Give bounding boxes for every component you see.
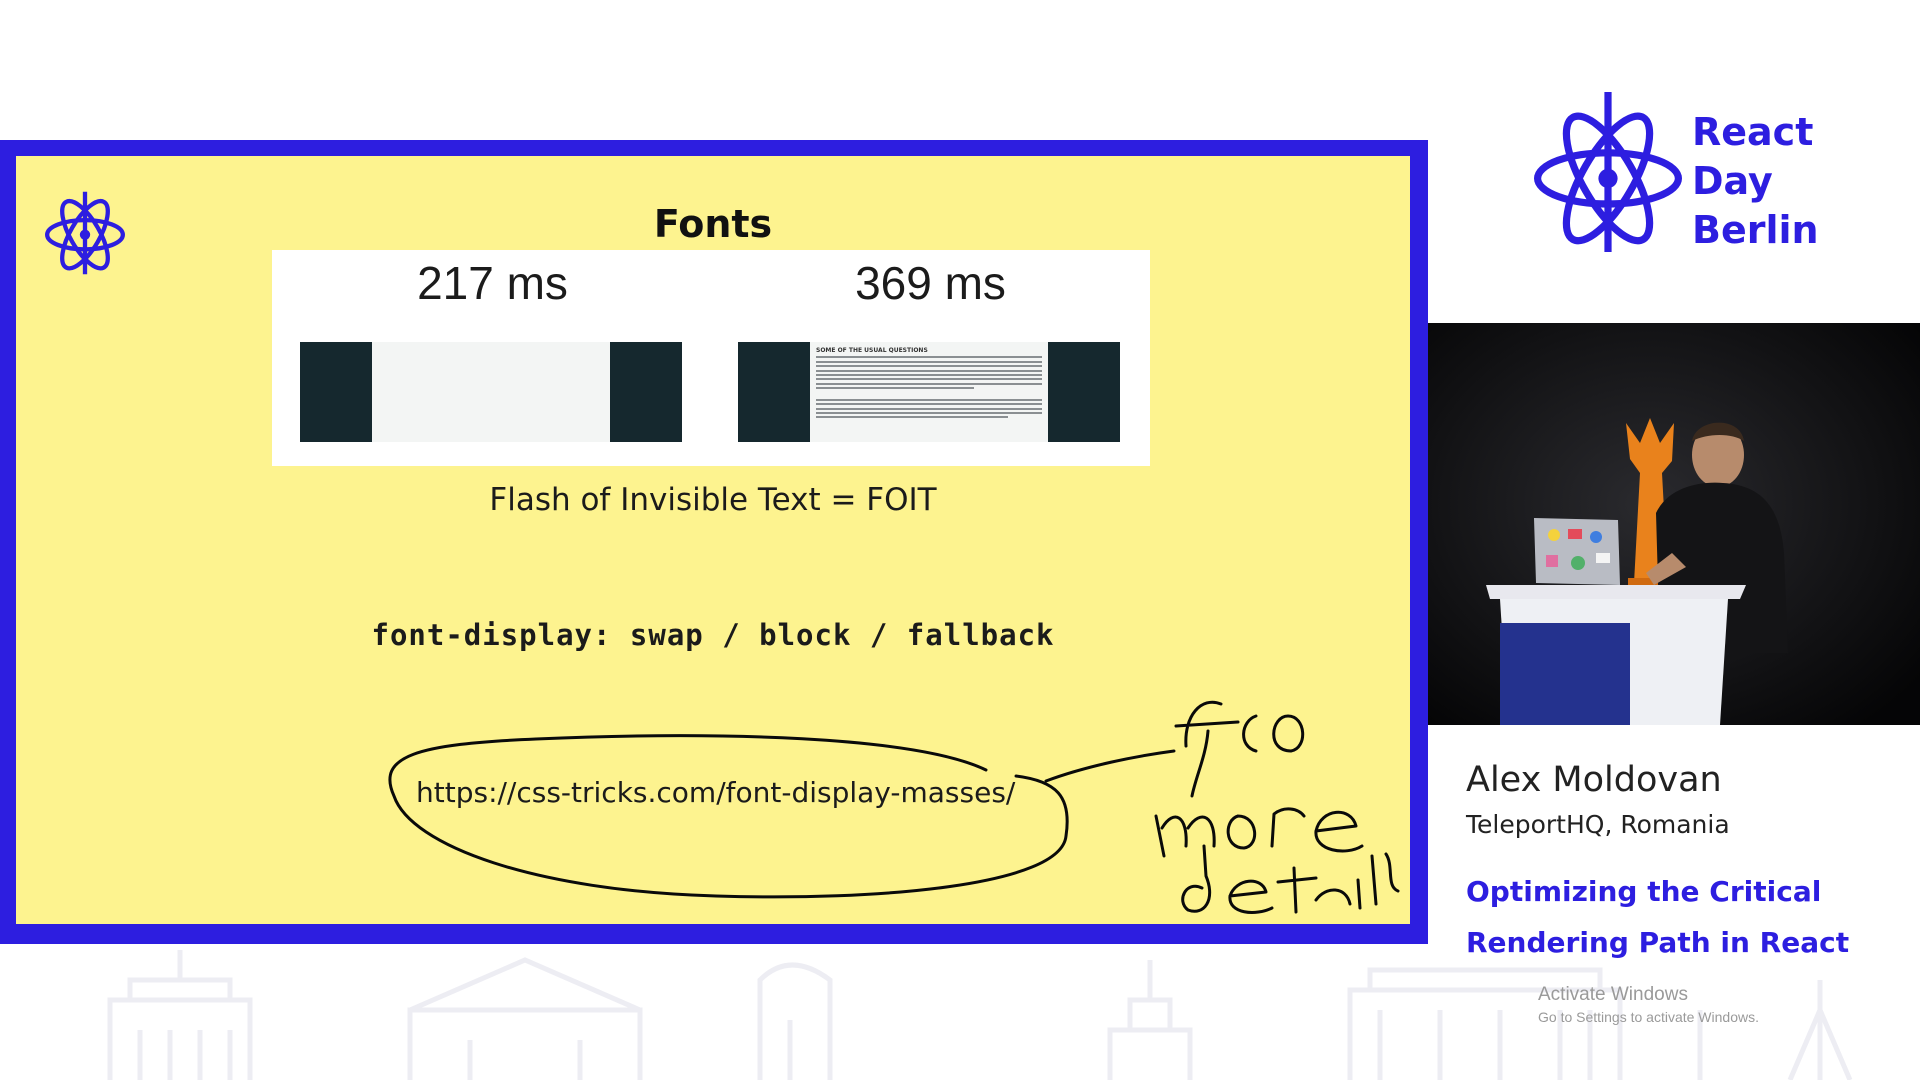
react-day-berlin-logo-icon bbox=[1534, 92, 1682, 252]
speaker-affiliation: TeleportHQ, Romania bbox=[1466, 810, 1730, 839]
connector-line-ink bbox=[1044, 749, 1176, 783]
rendered-text-area: SOME OF THE USUAL QUESTIONS bbox=[810, 342, 1048, 442]
reference-link[interactable]: https://css-tricks.com/font-display-mass… bbox=[416, 776, 1016, 809]
foit-caption: Flash of Invisible Text = FOIT bbox=[489, 482, 937, 518]
react-day-berlin-logo-icon bbox=[45, 191, 125, 275]
note-ink-for bbox=[1174, 700, 1305, 798]
blank-page-frame bbox=[300, 342, 682, 442]
event-name: React Day Berlin bbox=[1692, 108, 1819, 255]
filmstrip-screenshot: 217 ms 369 ms SOME OF THE USUAL QUESTION… bbox=[272, 250, 1150, 466]
event-name-line: Berlin bbox=[1692, 208, 1819, 252]
font-display-code: font-display: swap / block / fallback bbox=[371, 618, 1055, 652]
speaker-name: Alex Moldovan bbox=[1466, 760, 1722, 800]
activate-windows-watermark: Activate Windows Go to Settings to activ… bbox=[1538, 984, 1759, 1025]
talk-title: Optimizing the Critical Rendering Path i… bbox=[1466, 866, 1849, 968]
presentation-slide: Fonts 217 ms 369 ms SOME OF THE USUAL QU… bbox=[16, 156, 1410, 924]
watermark-subtitle: Go to Settings to activate Windows. bbox=[1538, 1009, 1759, 1025]
berlin-skyline-decoration bbox=[107, 950, 1853, 1080]
speaker-video-feed bbox=[1428, 323, 1920, 725]
frame-text-heading: SOME OF THE USUAL QUESTIONS bbox=[816, 347, 928, 354]
invisible-text-area bbox=[372, 342, 610, 442]
note-ink-more bbox=[1154, 807, 1364, 858]
talk-title-line: Rendering Path in React bbox=[1466, 926, 1850, 959]
event-name-line: Day bbox=[1692, 159, 1773, 203]
event-name-line: React bbox=[1692, 110, 1814, 154]
timing-label: 369 ms bbox=[855, 257, 1006, 309]
note-ink-details bbox=[1181, 844, 1400, 914]
slide-frame: Fonts 217 ms 369 ms SOME OF THE USUAL QU… bbox=[0, 140, 1428, 944]
timing-label: 217 ms bbox=[417, 257, 568, 309]
slide-title: Fonts bbox=[653, 202, 773, 246]
speaker-video-image bbox=[1428, 323, 1920, 725]
watermark-title: Activate Windows bbox=[1538, 984, 1688, 1005]
rendered-page-frame: SOME OF THE USUAL QUESTIONS bbox=[738, 342, 1120, 442]
link-circle-ink bbox=[388, 734, 1069, 899]
talk-title-line: Optimizing the Critical bbox=[1466, 875, 1822, 908]
